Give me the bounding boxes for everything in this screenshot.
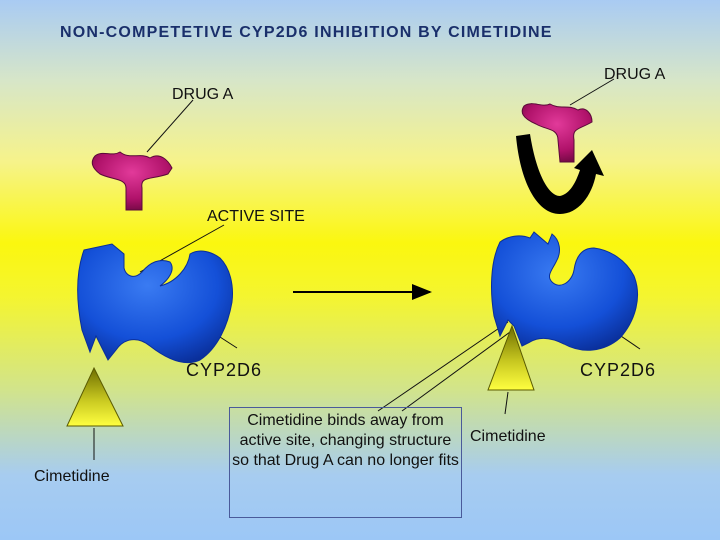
cimetidine-right-leader	[504, 391, 509, 415]
callout-leader-upper	[377, 321, 509, 412]
drug-a-right-leader	[569, 78, 615, 106]
active-site-label: ACTIVE SITE	[207, 208, 305, 225]
callout-leader-lower	[401, 331, 511, 412]
drug-a-right-shape	[521, 103, 593, 163]
cimetidine-left-label: Cimetidine	[34, 468, 110, 485]
cyp2d6-right-shape	[491, 231, 638, 351]
cyp2d6-left-shape	[77, 243, 233, 364]
slide-title: NON-COMPETETIVE CYP2D6 INHIBITION BY CIM…	[60, 24, 553, 41]
cimetidine-right-label: Cimetidine	[470, 428, 546, 445]
drug-a-left-label: DRUG A	[172, 86, 234, 103]
rejection-arrow-icon	[516, 134, 604, 214]
cimetidine-left-triangle	[66, 366, 124, 427]
drug-a-left-leader	[146, 99, 194, 153]
drug-a-left-shape	[91, 151, 173, 211]
drug-a-right-label: DRUG A	[604, 66, 666, 83]
explanation-callout: Cimetidine binds away from active site, …	[229, 407, 462, 518]
cyp2d6-left-label: CYP2D6	[186, 360, 263, 380]
cyp2d6-right-label: CYP2D6	[580, 360, 657, 380]
cimetidine-right-triangle	[487, 324, 535, 391]
